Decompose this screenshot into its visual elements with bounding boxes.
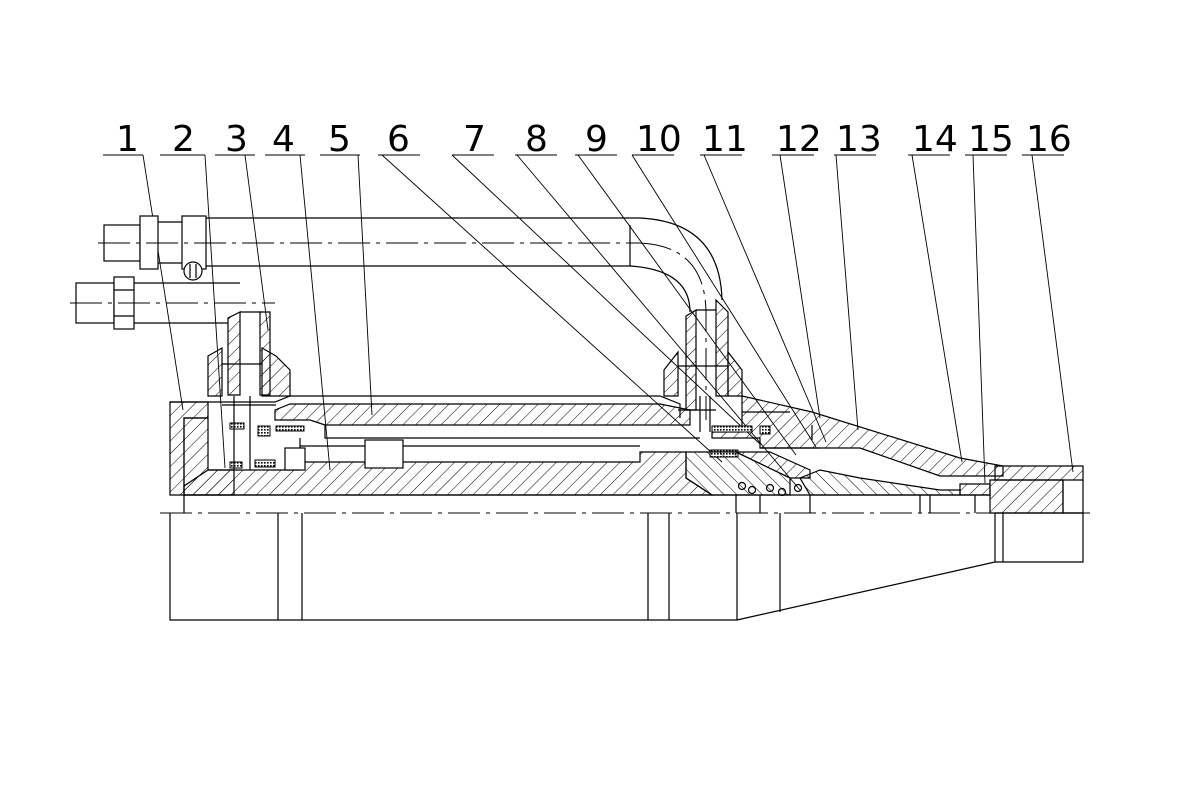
part-label-12: 12 [776,119,822,160]
part-label-6: 6 [387,119,410,160]
part-label-4: 4 [272,119,295,160]
part-label-16: 16 [1026,119,1072,160]
part-label-7: 7 [463,119,486,160]
left-pipe [70,276,275,330]
shaft-body-section [183,451,715,496]
right-fitting [663,298,743,432]
spring-coils [737,481,803,497]
part-labels: 1 2 3 4 5 6 7 8 9 10 11 12 13 14 15 16 [116,119,1072,160]
tip-section [959,465,1084,514]
part-label-14: 14 [912,119,958,160]
leader-lines [103,154,1074,491]
part-label-13: 13 [836,119,882,160]
part-label-10: 10 [636,119,682,160]
part-label-11: 11 [702,119,748,160]
nozzle-cone-section [799,469,961,496]
part-label-3: 3 [225,119,248,160]
part-label-5: 5 [328,119,351,160]
part-label-2: 2 [172,119,195,160]
part-label-15: 15 [968,119,1014,160]
lower-outline [169,512,1084,621]
tube-section [274,403,691,426]
upper-pipe [98,215,723,420]
part-label-8: 8 [525,119,548,160]
left-fitting [207,311,291,470]
part-label-9: 9 [585,119,608,160]
seals-left [229,422,305,469]
part-label-1: 1 [116,119,139,160]
